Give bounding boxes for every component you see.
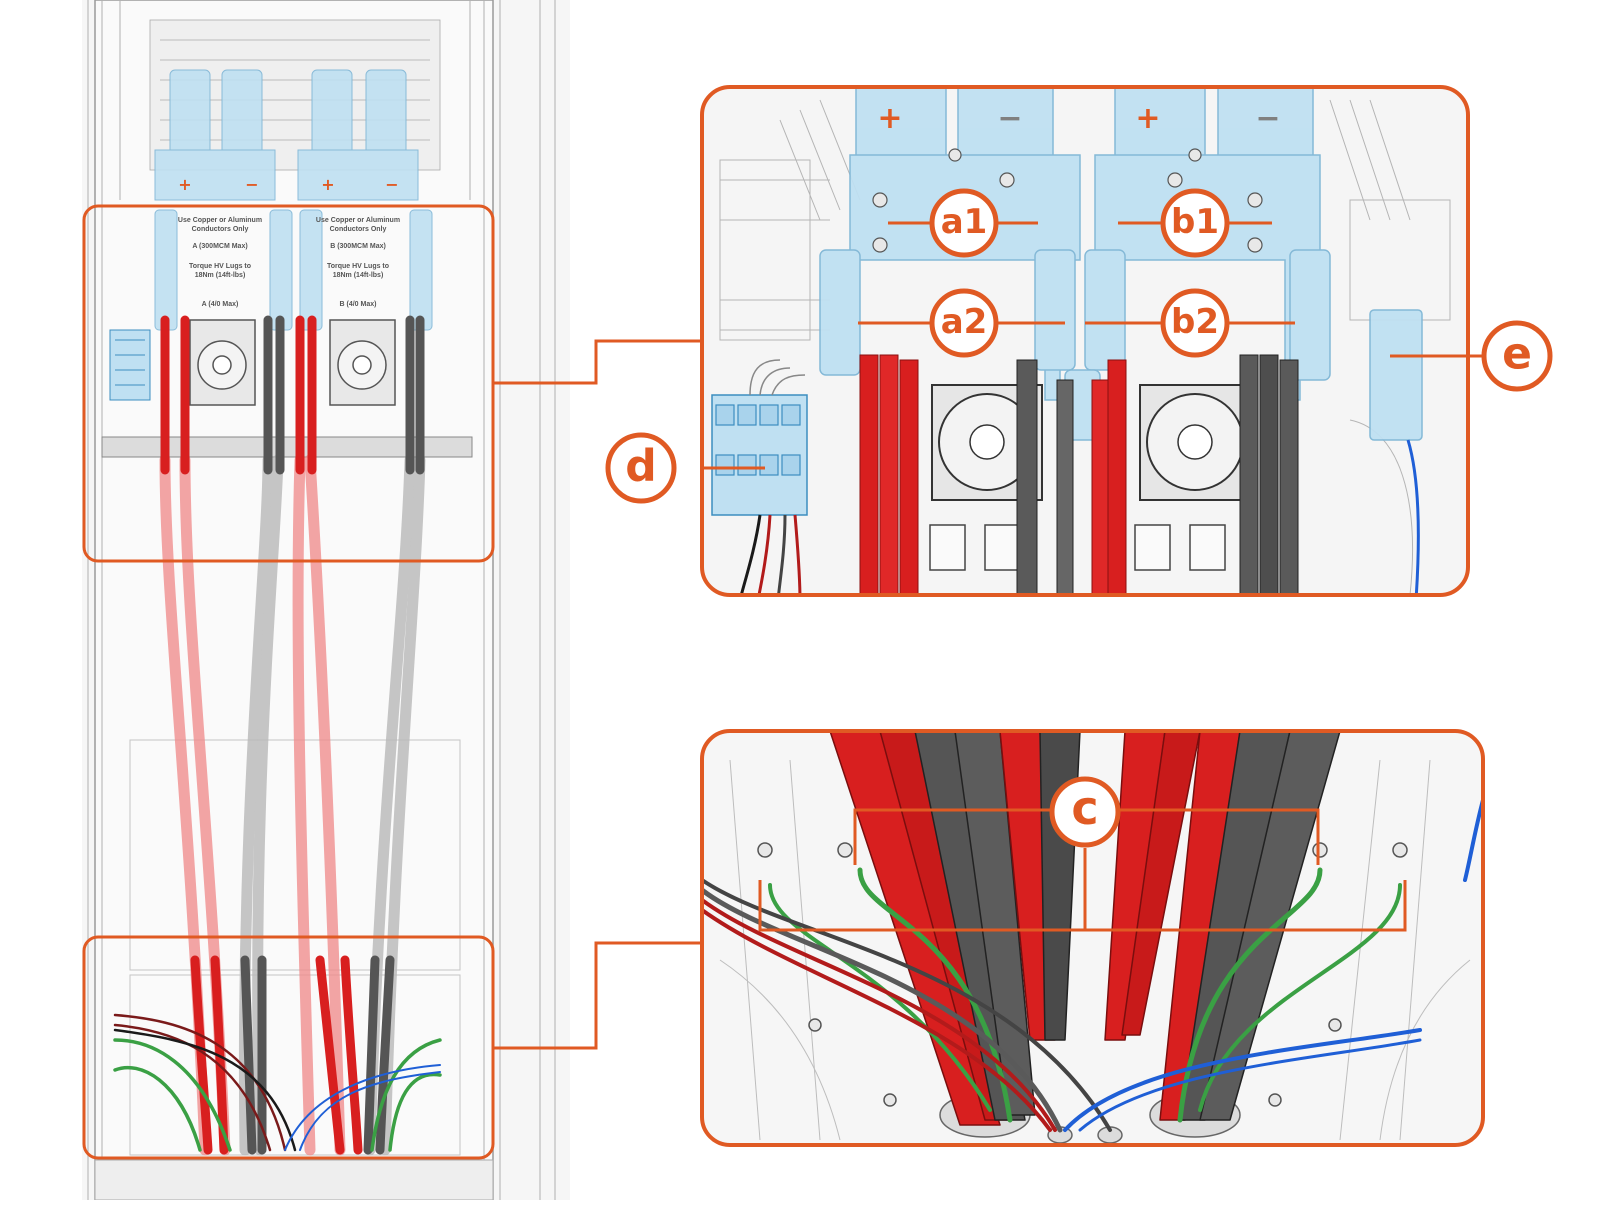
callout-c-brackets: [758, 808, 1407, 932]
terminal-label-b: Use Copper or Aluminum Conductors Only B…: [316, 217, 400, 308]
overview-label-minus-a: −: [245, 175, 258, 194]
overview-label-plus-b: +: [321, 175, 334, 194]
callout-b2: b2: [1160, 288, 1230, 358]
terminal-a-torque1: Torque HV Lugs to: [189, 263, 251, 270]
callout-e-label: e: [1502, 329, 1532, 380]
detail-bottom-frame: [700, 729, 1485, 1147]
overview-label-plus-a: +: [178, 175, 191, 194]
leader-bottom: [493, 941, 700, 1050]
overview-cables: [113, 315, 442, 1156]
detail-top-panel: + − + − a1 b1 a2 b2: [605, 85, 1553, 597]
terminal-b-rating: B (300MCM Max): [330, 243, 386, 250]
terminal-a-torque2: 18Nm (14ft-lbs): [195, 272, 246, 279]
callout-b2-label: b2: [1171, 302, 1219, 342]
detail-bottom-panel: c: [700, 729, 1485, 1147]
callout-b1: b1: [1160, 188, 1230, 258]
detail-busbar-labels: + − + −: [877, 101, 1280, 136]
overview-busbar-labels: + − + −: [178, 175, 398, 194]
terminal-a-line2: Conductors Only: [192, 226, 249, 233]
overview-terminal-block: [109, 329, 151, 401]
callout-d: d: [605, 432, 677, 504]
callout-a1: a1: [929, 188, 999, 258]
terminal-a-line1: Use Copper or Aluminum: [178, 217, 262, 224]
callout-b1-label: b1: [1171, 202, 1219, 242]
detail-busbars: [819, 87, 1423, 441]
callout-c-label: c: [1071, 781, 1098, 835]
overview-busbars: [154, 69, 433, 331]
terminal-b-torque2: 18Nm (14ft-lbs): [333, 272, 384, 279]
leader-top: [493, 339, 700, 385]
callout-a1-label: a1: [941, 202, 988, 242]
detail-top-cables: [859, 354, 1299, 595]
detail-label-plus-b: +: [1135, 101, 1160, 136]
callout-e: e: [1481, 320, 1553, 392]
callout-a2-label: a2: [941, 302, 988, 342]
callout-a2: a2: [929, 288, 999, 358]
overview-crossbar: [101, 436, 473, 458]
callout-c: c: [1049, 776, 1121, 848]
detail-top-frame: [700, 85, 1470, 597]
overview-fans: [189, 319, 396, 406]
detail-comm-wire: [1406, 439, 1420, 595]
detail-label-plus-a: +: [877, 101, 902, 136]
enclosure-overview: + − + − Use Copper or Aluminum Conductor…: [82, 0, 570, 1200]
detail-label-minus-b: −: [1255, 101, 1280, 136]
terminal-b-line2: Conductors Only: [330, 226, 387, 233]
terminal-label-a: Use Copper or Aluminum Conductors Only A…: [178, 217, 262, 308]
terminal-b-line1: Use Copper or Aluminum: [316, 217, 400, 224]
overview-label-minus-b: −: [385, 175, 398, 194]
terminal-b-torque1: Torque HV Lugs to: [327, 263, 389, 270]
terminal-a-rating: A (300MCM Max): [192, 243, 247, 250]
terminal-b-rating2: B (4/0 Max): [340, 301, 377, 308]
terminal-a-rating2: A (4/0 Max): [202, 301, 239, 308]
detail-label-minus-a: −: [997, 101, 1022, 136]
callout-d-label: d: [625, 441, 657, 492]
